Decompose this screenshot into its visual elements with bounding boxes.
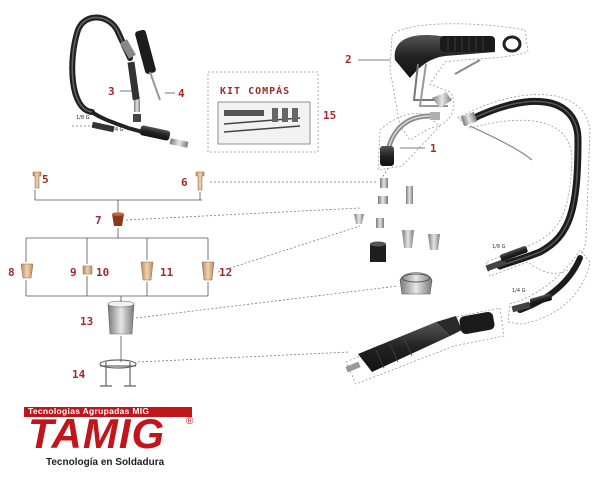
thread-label-3: 1/8 G bbox=[492, 244, 506, 250]
callout-8: 8 bbox=[8, 266, 15, 279]
callout-14: 14 bbox=[72, 368, 86, 381]
main-cable: 1/8 G bbox=[457, 94, 591, 277]
bracket-lines bbox=[25, 190, 209, 362]
callout-5: 5 bbox=[42, 173, 49, 186]
kit-box: KIT COMPÁS bbox=[207, 71, 319, 153]
secondary-cable: 1/4 G bbox=[507, 249, 591, 325]
kit-title: KIT COMPÁS bbox=[220, 84, 290, 97]
callout-1: 1 bbox=[430, 142, 437, 155]
handle-assembly bbox=[389, 23, 529, 141]
logo-tagline: Tecnología en Soldadura bbox=[46, 457, 165, 468]
cable-assembly-left: 1/8 G 1/4 G bbox=[69, 14, 189, 148]
thread-label-2: 1/4 G bbox=[110, 127, 124, 133]
callout-11: 11 bbox=[160, 266, 174, 279]
thread-label-1: 1/8 G bbox=[76, 115, 90, 121]
callout-3: 3 bbox=[108, 85, 115, 98]
callout-6: 6 bbox=[181, 176, 188, 189]
leader-lines bbox=[125, 167, 399, 363]
logo-band-text: Tecnologias Agrupadas MIG bbox=[28, 406, 150, 416]
callout-13: 13 bbox=[80, 315, 93, 328]
callout-10: 10 bbox=[96, 266, 109, 279]
logo-band: Tecnologias Agrupadas MIG bbox=[24, 406, 192, 417]
torch-body bbox=[345, 307, 505, 385]
callout-15: 15 bbox=[323, 109, 336, 122]
callout-9: 9 bbox=[70, 266, 77, 279]
swan-neck bbox=[377, 112, 441, 171]
thread-label-4: 1/4 G bbox=[512, 288, 526, 294]
logo-brand: TAMIG bbox=[28, 410, 166, 457]
callout-12: 12 bbox=[219, 266, 232, 279]
logo-registered-mark: ® bbox=[186, 416, 194, 427]
callout-7: 7 bbox=[95, 214, 102, 227]
callout-2: 2 bbox=[345, 53, 352, 66]
consumables-left bbox=[20, 171, 215, 387]
callout-4: 4 bbox=[178, 87, 185, 100]
exploded-small-parts bbox=[354, 178, 440, 295]
tamig-logo: Tecnologias Agrupadas MIG TAMIG ® Tecnol… bbox=[18, 402, 208, 474]
